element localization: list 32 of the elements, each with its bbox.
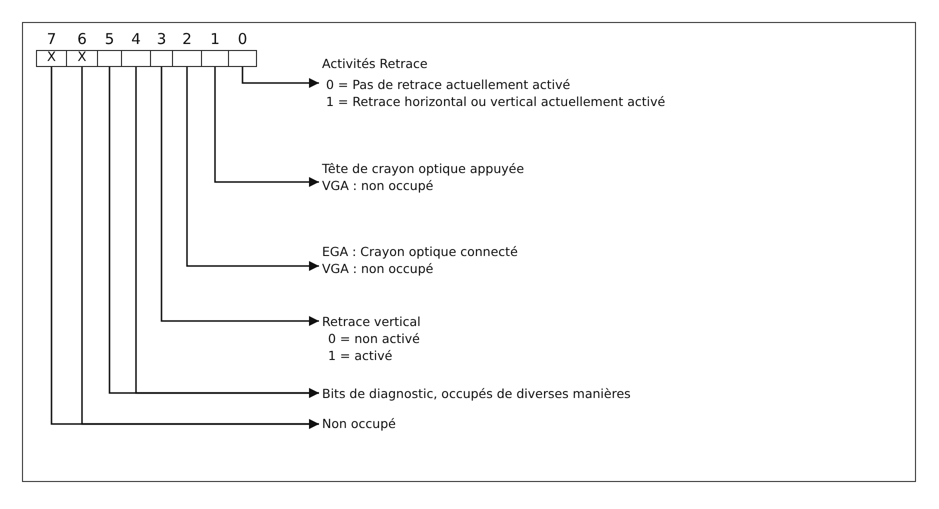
leader-arrow <box>160 67 319 326</box>
description-line: 1 = activé <box>327 347 394 364</box>
bit-number: 4 <box>130 30 142 48</box>
bit-number: 5 <box>104 30 116 48</box>
bit-cell <box>201 50 229 67</box>
bit-cell: X <box>66 50 98 67</box>
description-line: VGA : non occupé <box>322 177 434 194</box>
leader-arrow <box>242 67 319 88</box>
description-heading: Activités Retrace <box>322 55 429 72</box>
bit-cell <box>121 50 151 67</box>
bit-number: 7 <box>46 30 58 48</box>
description-heading: Bits de diagnostic, occupés de diverses manières <box>322 385 631 402</box>
description-line: 1 = Retrace horizontal ou vertical actuellement activé <box>325 93 666 110</box>
description-heading: Retrace vertical <box>322 313 421 330</box>
bit-number: 1 <box>209 30 221 48</box>
bit-cell: X <box>36 50 67 67</box>
description-line: VGA : non occupé <box>322 260 434 277</box>
description-heading: Tête de crayon optique appuyée <box>322 160 524 177</box>
bit-number: 0 <box>236 30 248 48</box>
description-line: 0 = Pas de retrace actuellement activé <box>325 76 572 93</box>
description-heading: EGA : Crayon optique connecté <box>322 243 518 260</box>
bit-number: 6 <box>76 30 88 48</box>
bit-number: 3 <box>156 30 168 48</box>
bit-number: 2 <box>181 30 193 48</box>
bit-cell <box>172 50 202 67</box>
bit-cell <box>97 50 122 67</box>
leader-arrow <box>186 67 319 271</box>
bit-cell <box>150 50 173 67</box>
leader-arrow <box>214 67 319 187</box>
description-heading: Non occupé <box>322 415 396 432</box>
bit-cell <box>228 50 257 67</box>
description-line: 0 = non activé <box>327 330 421 347</box>
